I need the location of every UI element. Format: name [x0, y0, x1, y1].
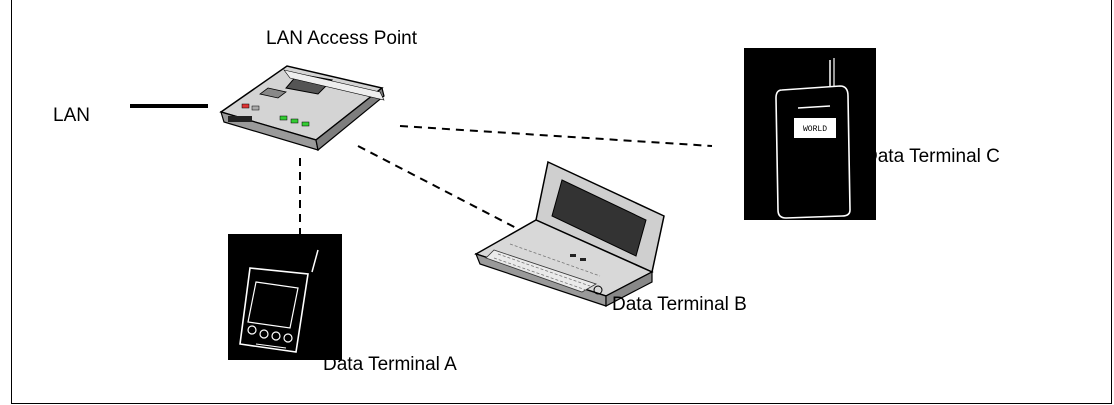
pda-icon [228, 234, 342, 360]
laptop-icon [474, 160, 665, 307]
access-point-icon [219, 65, 385, 152]
access-point-label: LAN Access Point [266, 28, 418, 49]
terminal-c-label: Data Terminal C [864, 146, 1000, 167]
mobile-phone-icon: WORLD [744, 48, 876, 220]
lan-label: LAN [53, 105, 90, 126]
terminal-b-label: Data Terminal B [612, 294, 747, 315]
terminal-a-label: Data Terminal A [323, 354, 457, 375]
phone-screen-text: WORLD [803, 125, 827, 134]
link-to-terminal-c [399, 125, 713, 147]
link-to-terminal-b [357, 145, 521, 231]
